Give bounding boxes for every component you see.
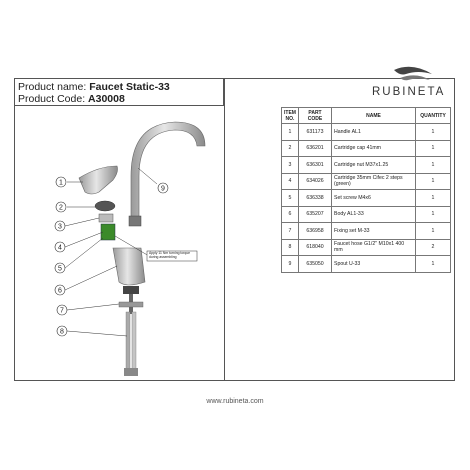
cartridge-nut-part xyxy=(98,213,114,223)
part-name: Body AL1-33 xyxy=(331,205,416,223)
part-name: Handle AL1 xyxy=(331,123,416,141)
footer-url: www.rubineta.com xyxy=(206,398,264,405)
column-divider xyxy=(224,78,225,381)
quantity: 1 xyxy=(415,156,451,174)
item-no: 1 xyxy=(281,123,299,141)
col-item-header: ITEM NO. xyxy=(281,107,299,124)
part-name: Fixing set M-33 xyxy=(331,222,416,240)
product-header: Product name: Faucet Static-33 Product C… xyxy=(14,78,224,106)
hose-end xyxy=(124,368,138,376)
hose-part-b xyxy=(131,311,137,375)
item-no: 7 xyxy=(281,222,299,240)
part-code: 636201 xyxy=(298,139,332,157)
product-code-value: A30008 xyxy=(88,93,125,105)
part-code: 635207 xyxy=(298,205,332,223)
quantity: 1 xyxy=(415,139,451,157)
item-no: 6 xyxy=(281,205,299,223)
item-no: 3 xyxy=(281,156,299,174)
callout-6: 6 xyxy=(58,288,62,295)
product-name-label: Product name: xyxy=(18,81,87,93)
quantity: 1 xyxy=(415,205,451,223)
quantity: 1 xyxy=(415,222,451,240)
sheet-frame xyxy=(14,78,455,381)
part-name: Spout U-33 xyxy=(331,255,416,273)
body-part xyxy=(112,247,146,286)
item-no: 9 xyxy=(281,255,299,273)
callout-3: 3 xyxy=(58,224,62,231)
item-no: 4 xyxy=(281,172,299,190)
callout-2: 2 xyxy=(59,205,63,212)
handle-part xyxy=(78,165,118,195)
quantity: 1 xyxy=(415,123,451,141)
table-header-row: ITEM NO. PART CODE NAME QUANTITY xyxy=(281,107,451,124)
spout-part xyxy=(130,121,206,219)
quantity: 1 xyxy=(415,255,451,273)
part-name: Cartridge 35mm Cifec 2 steps (green) xyxy=(331,172,416,190)
product-name-line: Product name: Faucet Static-33 xyxy=(18,81,170,93)
rubineta-logo-icon xyxy=(394,66,432,81)
part-code: 635050 xyxy=(298,255,332,273)
callout-4: 4 xyxy=(58,245,62,252)
quantity: 1 xyxy=(415,189,451,207)
callout-5: 5 xyxy=(58,266,62,273)
brand-name: RUBINETA xyxy=(372,86,446,98)
exploded-diagram: 1 2 3 4 5 6 7 8 9 Apply 11 Nm turning to… xyxy=(54,121,206,376)
product-name-value: Faucet Static-33 xyxy=(89,81,170,93)
product-code-label: Product Code: xyxy=(18,93,86,105)
spout-thread xyxy=(128,215,142,227)
quantity: 1 xyxy=(415,172,451,190)
cartridge-part xyxy=(100,223,116,241)
col-name-header: NAME xyxy=(331,107,416,124)
part-name: Set screw M4x6 xyxy=(331,189,416,207)
item-no: 8 xyxy=(281,238,299,256)
col-code-header: PART CODE xyxy=(298,107,332,124)
part-code: 631173 xyxy=(298,123,332,141)
torque-note-box xyxy=(146,250,198,262)
item-no: 5 xyxy=(281,189,299,207)
part-code: 636301 xyxy=(298,156,332,174)
part-code: 636958 xyxy=(298,222,332,240)
callout-9: 9 xyxy=(161,186,165,193)
part-name: Cartridge cap 41mm xyxy=(331,139,416,157)
col-qty-header: QUANTITY xyxy=(415,107,451,124)
fixing-washer-part xyxy=(118,301,144,308)
fixing-set-part xyxy=(123,286,139,294)
hose-part-a xyxy=(125,311,131,375)
callout-7: 7 xyxy=(60,308,64,315)
callout-8: 8 xyxy=(60,329,64,336)
torque-note: Apply 11 Nm turning torque during assemb… xyxy=(149,251,191,260)
part-name: Cartridge nut M37x1.25 xyxy=(331,156,416,174)
part-code: 634026 xyxy=(298,172,332,190)
part-code: 636338 xyxy=(298,189,332,207)
product-code-line: Product Code: A30008 xyxy=(18,93,125,105)
quantity: 2 xyxy=(415,238,451,256)
callout-1: 1 xyxy=(59,180,63,187)
item-no: 2 xyxy=(281,139,299,157)
part-name: Faucet hose G1/2" M10x1 400 mm xyxy=(331,238,416,256)
cartridge-cap-part xyxy=(94,200,116,212)
part-code: 618040 xyxy=(298,238,332,256)
